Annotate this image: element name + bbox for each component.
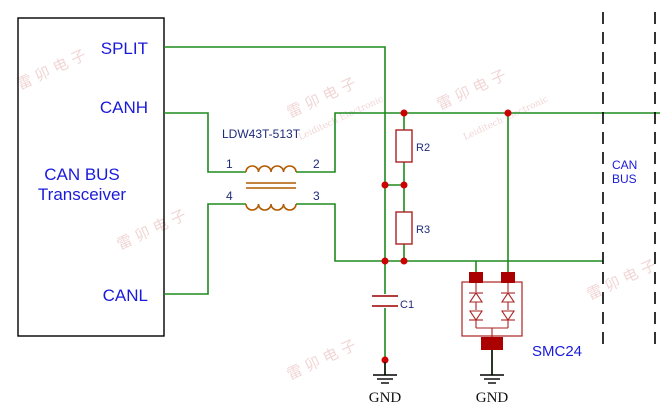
junction-split-canl — [381, 257, 389, 265]
junction-r-mid — [400, 181, 408, 189]
resistor-r3 — [395, 211, 413, 245]
choke-pin-4: 4 — [226, 189, 233, 203]
wire-canh-in — [164, 112, 222, 173]
junction-canh-r2 — [400, 109, 408, 117]
resistor-r2 — [395, 129, 413, 163]
label-bus-line2: BUS — [612, 172, 637, 186]
label-r3: R3 — [416, 224, 430, 236]
label-gnd-left: GND — [369, 390, 402, 406]
junction-split-mid — [381, 181, 389, 189]
watermark: 雷 卯 电 子 Leiditech Electronic 雷 卯 电 子 雷 卯… — [14, 46, 659, 384]
choke-winding-bottom — [245, 203, 297, 211]
wire-canl-bus — [320, 203, 603, 262]
tvs-pad-right — [501, 272, 515, 283]
label-r2: R2 — [416, 142, 430, 154]
watermark-cn-2: 雷 卯 电 子 — [14, 46, 89, 94]
choke-pin-3: 3 — [313, 189, 320, 203]
transceiver-title-line2: Transceiver — [38, 185, 127, 204]
watermark-cn-3: 雷 卯 电 子 — [434, 66, 509, 114]
ground-symbol-left — [373, 362, 397, 384]
label-smc24: SMC24 — [532, 343, 582, 360]
transceiver-block — [17, 17, 165, 337]
choke-winding-top — [245, 165, 297, 173]
choke-pin-1: 1 — [226, 157, 233, 171]
tvs-smc24 — [461, 272, 523, 350]
watermark-cn-5: 雷 卯 电 子 — [284, 336, 359, 384]
wire-canl-in — [164, 203, 222, 295]
pin-label-canl: CANL — [103, 286, 148, 305]
wires — [164, 46, 660, 375]
capacitor-c1 — [372, 294, 398, 308]
label-choke-part: LDW43T-513T — [222, 127, 301, 141]
watermark-en-3: Leiditech Electronic — [462, 95, 550, 143]
tvs-pad-left — [469, 272, 483, 283]
choke-pin-2: 2 — [313, 157, 320, 171]
junction-c1-gnd — [381, 356, 389, 364]
label-bus-line1: CAN — [612, 158, 637, 172]
ground-symbol-right — [480, 350, 504, 384]
label-gnd-right: GND — [476, 390, 509, 406]
watermark-cn-4: 雷 卯 电 子 — [114, 206, 189, 254]
junction-canl-r3 — [400, 257, 408, 265]
transceiver-title-line1: CAN BUS — [44, 165, 120, 184]
pin-label-canh: CANH — [100, 98, 148, 117]
junctions — [381, 109, 512, 364]
pin-label-split: SPLIT — [101, 39, 148, 58]
wire-split — [164, 46, 386, 362]
common-mode-choke — [222, 165, 320, 211]
watermark-cn-6: 雷 卯 电 子 — [584, 256, 659, 304]
wire-canh-bus — [320, 112, 660, 173]
label-c1: C1 — [400, 299, 414, 311]
tvs-pad-gnd — [481, 337, 503, 350]
junction-canh-tvs — [504, 109, 512, 117]
